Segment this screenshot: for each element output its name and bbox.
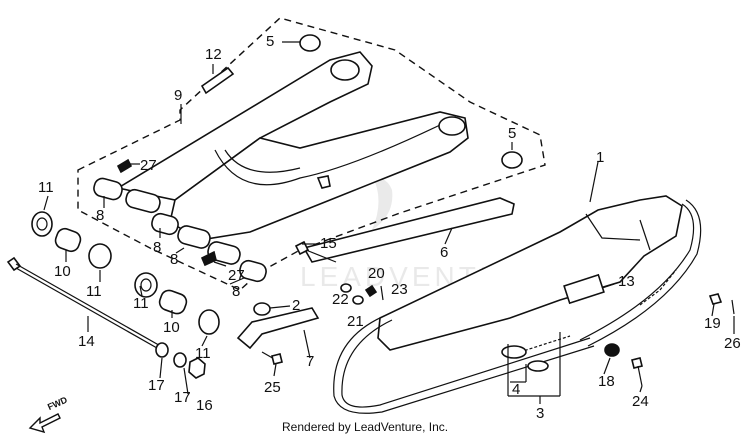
nut-2[interactable] (253, 302, 271, 316)
callout-8-b: 8 (153, 239, 162, 256)
bolt-19[interactable] (708, 293, 723, 305)
callout-20: 20 (368, 265, 385, 282)
callout-8-a: 8 (96, 207, 105, 224)
pivot-bolt[interactable] (6, 256, 165, 353)
chain-slider-plate[interactable] (236, 307, 320, 350)
bushing-lower[interactable] (157, 288, 188, 316)
callout-13: 13 (618, 273, 635, 290)
callout-5-top: 5 (266, 33, 275, 50)
swingarm[interactable] (115, 51, 469, 241)
callout-17-right: 17 (174, 389, 191, 406)
bolt-24[interactable] (631, 357, 643, 387)
callout-7: 7 (306, 353, 315, 370)
leader-lines (43, 41, 735, 404)
callout-4: 4 (512, 381, 521, 398)
oil-seal-middle[interactable] (134, 272, 158, 298)
callout-5-right: 5 (508, 125, 517, 142)
bolt-25[interactable] (261, 351, 283, 365)
callout-27-lower: 27 (228, 267, 245, 284)
chain-case[interactable] (377, 195, 683, 351)
rubber-bush-right[interactable] (501, 151, 523, 169)
washer-22[interactable] (340, 283, 352, 293)
washer-17-right[interactable] (173, 352, 187, 368)
callout-16: 16 (196, 397, 213, 414)
callout-27-upper: 27 (140, 157, 157, 174)
callout-10-lower: 10 (163, 319, 180, 336)
pivot-nut[interactable] (188, 357, 206, 379)
callout-3: 3 (536, 405, 545, 422)
washer-17-left[interactable] (155, 342, 169, 358)
callout-11-middle: 11 (133, 295, 149, 312)
callout-8-d: 8 (232, 283, 241, 300)
callout-21: 21 (347, 313, 364, 330)
callout-11-left: 11 (86, 283, 102, 300)
callout-18: 18 (598, 373, 615, 390)
cotter-pin-23[interactable] (380, 285, 384, 301)
bolt-26[interactable] (731, 299, 735, 315)
callout-26: 26 (724, 335, 741, 352)
oil-seal-lower[interactable] (198, 309, 220, 335)
callout-23: 23 (391, 281, 408, 298)
callout-10-upper: 10 (54, 263, 71, 280)
render-credit: Rendered by LeadVenture, Inc. (282, 420, 449, 434)
chain-adjuster-bar[interactable] (302, 197, 515, 263)
callout-15: 15 (320, 235, 337, 252)
bolt-15[interactable] (294, 240, 337, 263)
callout-1: 1 (596, 149, 605, 166)
rubber-bush-top[interactable] (299, 34, 321, 52)
callout-11-upper: 11 (38, 179, 54, 196)
bushing-upper[interactable] (53, 226, 82, 253)
callout-22: 22 (332, 291, 349, 308)
callout-25: 25 (264, 379, 281, 396)
callout-6: 6 (440, 244, 449, 261)
callout-17-left: 17 (148, 377, 165, 394)
callout-12: 12 (205, 46, 222, 63)
chain-case-label-plate[interactable] (563, 273, 605, 305)
forward-arrow-icon (28, 413, 61, 434)
cap-18[interactable] (604, 343, 620, 357)
grease-fitting-upper[interactable] (116, 158, 133, 174)
callout-19: 19 (704, 315, 721, 332)
nut-20[interactable] (364, 284, 378, 298)
pin[interactable] (200, 66, 235, 95)
callout-9: 9 (174, 87, 183, 104)
grease-fitting-lower[interactable] (200, 250, 217, 267)
drive-chain[interactable] (333, 199, 702, 414)
washer-21[interactable] (352, 295, 364, 305)
oil-seal-upper-left[interactable] (31, 211, 53, 237)
callout-24: 24 (632, 393, 649, 410)
callout-11-lower: 11 (195, 345, 211, 362)
callout-2: 2 (292, 297, 301, 314)
oil-seal-left[interactable] (88, 243, 112, 269)
callout-8-c: 8 (170, 251, 179, 268)
callout-14: 14 (78, 333, 95, 350)
